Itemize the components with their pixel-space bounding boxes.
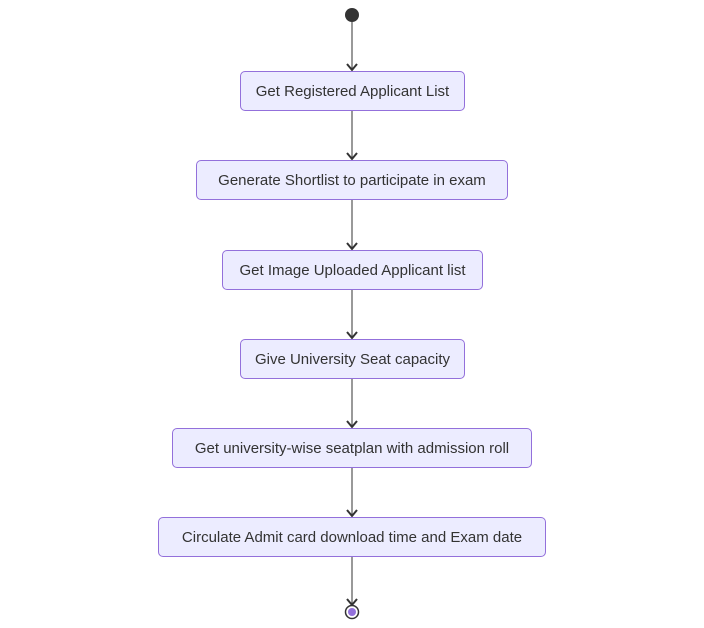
step-node: Get Registered Applicant List	[240, 71, 465, 111]
step-label: Get university-wise seatplan with admiss…	[194, 439, 510, 457]
step-node: Give University Seat capacity	[240, 339, 465, 379]
step-label: Generate Shortlist to participate in exa…	[218, 171, 486, 189]
end-node	[344, 604, 360, 620]
step-label: Get Image Uploaded Applicant list	[239, 261, 466, 279]
step-node: Generate Shortlist to participate in exa…	[196, 160, 508, 200]
step-label: Circulate Admit card download time and E…	[181, 528, 523, 546]
step-label: Give University Seat capacity	[254, 350, 451, 368]
step-node: Circulate Admit card download time and E…	[158, 517, 546, 557]
step-node: Get Image Uploaded Applicant list	[222, 250, 483, 290]
step-label: Get Registered Applicant List	[255, 82, 450, 100]
step-node: Get university-wise seatplan with admiss…	[172, 428, 532, 468]
start-node	[345, 8, 359, 22]
